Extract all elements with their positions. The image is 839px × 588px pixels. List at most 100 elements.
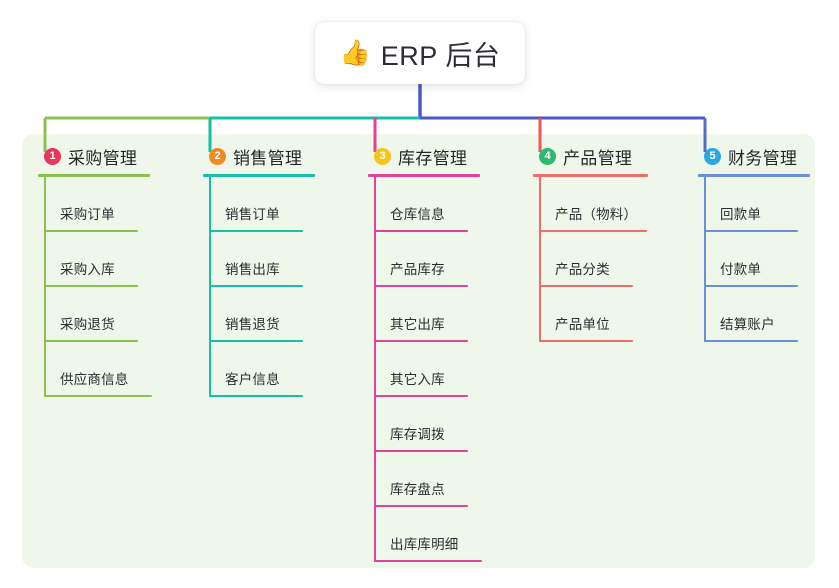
leaf-item-label: 销售退货	[225, 317, 280, 332]
leaf-item-label: 库存调拨	[390, 427, 445, 442]
leaf-item[interactable]: 回款单	[698, 177, 810, 232]
leaf-item[interactable]: 供应商信息	[38, 342, 152, 397]
leaf-item[interactable]: 采购退货	[38, 287, 150, 342]
column-header-产品管理[interactable]: 4 产品管理	[533, 144, 648, 168]
leaf-item-rule	[374, 285, 468, 287]
leaf-item-rule	[374, 340, 468, 342]
leaf-item[interactable]: 仓库信息	[368, 177, 480, 232]
leaf-item-rule	[704, 285, 798, 287]
column-badge: 1	[44, 147, 61, 165]
branch-spine	[539, 177, 541, 342]
content-panel	[22, 134, 815, 568]
leaf-item-label: 产品库存	[390, 262, 445, 277]
leaf-item-rule	[539, 285, 633, 287]
column-branch: 采购订单采购入库采购退货供应商信息	[38, 177, 152, 397]
leaf-item-label: 结算账户	[720, 317, 775, 332]
leaf-item-label: 销售订单	[225, 207, 280, 222]
leaf-item-rule	[209, 230, 303, 232]
leaf-item-label: 采购订单	[60, 207, 115, 222]
leaf-item-label: 产品分类	[555, 262, 610, 277]
branch-spine	[209, 177, 211, 397]
column-rule	[533, 174, 648, 177]
leaf-item-rule	[209, 285, 303, 287]
leaf-item[interactable]: 其它出库	[368, 287, 480, 342]
leaf-item[interactable]: 结算账户	[698, 287, 810, 342]
leaf-item-label: 供应商信息	[60, 372, 129, 387]
root-node[interactable]: 👍 ERP 后台	[315, 22, 525, 84]
leaf-item[interactable]: 销售出库	[203, 232, 315, 287]
leaf-item-rule	[209, 340, 303, 342]
leaf-item-label: 仓库信息	[390, 207, 445, 222]
branch-spine	[44, 177, 46, 397]
leaf-item-label: 采购入库	[60, 262, 115, 277]
column-采购管理: 1 采购管理采购订单采购入库采购退货供应商信息	[38, 144, 152, 397]
column-rule	[203, 174, 315, 177]
leaf-item[interactable]: 产品单位	[533, 287, 648, 342]
leaf-item-label: 其它出库	[390, 317, 445, 332]
column-rule	[38, 174, 150, 177]
leaf-item-label: 客户信息	[225, 372, 280, 387]
leaf-item-label: 其它入库	[390, 372, 445, 387]
column-title: 销售管理	[233, 148, 303, 168]
leaf-item-rule	[374, 450, 468, 452]
leaf-item-label: 产品（物料）	[555, 207, 638, 222]
branch-spine	[704, 177, 706, 342]
leaf-item-label: 出库库明细	[390, 537, 459, 552]
leaf-item-rule	[374, 560, 482, 562]
leaf-item[interactable]: 付款单	[698, 232, 810, 287]
leaf-item-rule	[44, 395, 152, 397]
leaf-item-rule	[374, 395, 468, 397]
column-branch: 回款单付款单结算账户	[698, 177, 810, 342]
leaf-item-label: 产品单位	[555, 317, 610, 332]
leaf-item-label: 采购退货	[60, 317, 115, 332]
leaf-item[interactable]: 销售订单	[203, 177, 315, 232]
leaf-item[interactable]: 库存盘点	[368, 452, 480, 507]
root-node-content: 👍 ERP 后台	[340, 34, 501, 73]
column-badge: 5	[704, 147, 721, 165]
column-branch: 产品（物料） 产品分类产品单位	[533, 177, 648, 342]
leaf-item-rule	[704, 230, 798, 232]
leaf-item-rule	[374, 230, 468, 232]
leaf-item[interactable]: 库存调拨	[368, 397, 480, 452]
leaf-item-label: 付款单	[720, 262, 762, 277]
leaf-item-rule	[209, 395, 303, 397]
leaf-item[interactable]: 客户信息	[203, 342, 315, 397]
leaf-item-rule	[539, 340, 633, 342]
column-rule	[698, 174, 810, 177]
leaf-item-rule	[44, 285, 138, 287]
leaf-item-label: 回款单	[720, 207, 762, 222]
column-title: 采购管理	[68, 148, 138, 168]
leaf-item-label: 销售出库	[225, 262, 280, 277]
column-badge: 4	[539, 147, 556, 165]
leaf-item-label: 库存盘点	[390, 482, 445, 497]
leaf-item-rule	[704, 340, 798, 342]
leaf-item[interactable]: 产品分类	[533, 232, 648, 287]
leaf-item[interactable]: 其它入库	[368, 342, 480, 397]
leaf-item[interactable]: 采购订单	[38, 177, 150, 232]
leaf-item[interactable]: 产品库存	[368, 232, 480, 287]
branch-spine	[374, 177, 376, 562]
leaf-item[interactable]: 销售退货	[203, 287, 315, 342]
leaf-item[interactable]: 采购入库	[38, 232, 150, 287]
leaf-item[interactable]: 出库库明细	[368, 507, 482, 562]
column-产品管理: 4 产品管理产品（物料） 产品分类产品单位	[533, 144, 648, 342]
column-title: 库存管理	[398, 148, 468, 168]
leaf-item-rule	[44, 340, 138, 342]
thumbs-up-icon: 👍	[339, 38, 371, 67]
column-rule	[368, 174, 480, 177]
root-node-title: ERP 后台	[380, 40, 501, 71]
leaf-item[interactable]: 产品（物料）	[533, 177, 648, 232]
column-branch: 仓库信息产品库存其它出库其它入库库存调拨库存盘点出库库明细	[368, 177, 482, 562]
leaf-item-rule	[539, 230, 647, 232]
leaf-item-rule	[44, 230, 138, 232]
leaf-item-rule	[374, 505, 468, 507]
column-header-采购管理[interactable]: 1 采购管理	[38, 144, 150, 168]
column-title: 产品管理	[563, 148, 633, 168]
